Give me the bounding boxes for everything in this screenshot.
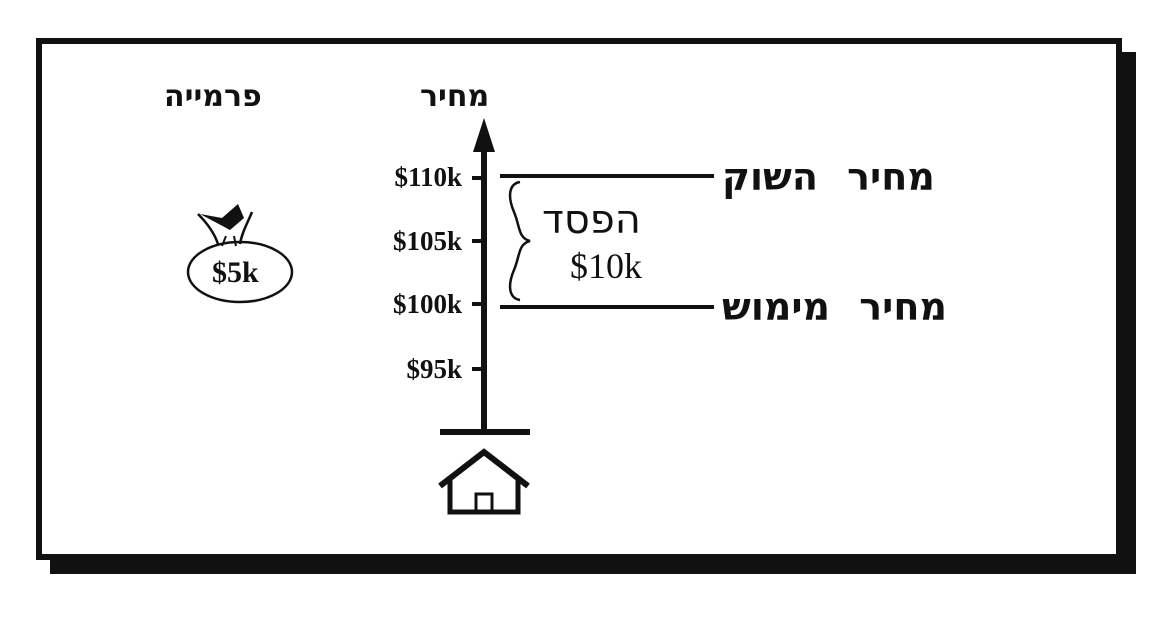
money-bag-icon (186, 204, 294, 304)
tick-label-100k: $100k (392, 289, 462, 319)
market-price-label: מחיר השוק (722, 155, 935, 199)
house-icon (438, 448, 530, 515)
price-header: מחיר (420, 79, 490, 114)
tick-label-95k: $95k (406, 354, 462, 384)
premium-bag-amount: $5k (212, 256, 259, 289)
loss-brace (508, 180, 531, 302)
tick-label-105k: $105k (392, 226, 462, 256)
strike-price-label: מחיר מימוש (722, 285, 947, 329)
premium-header: פרמייה (164, 79, 262, 114)
tick-label-110k: $110k (394, 162, 462, 192)
price-axis-arrow (473, 118, 495, 152)
loss-label: הפסד (542, 197, 641, 243)
loss-amount: $10k (570, 246, 642, 286)
